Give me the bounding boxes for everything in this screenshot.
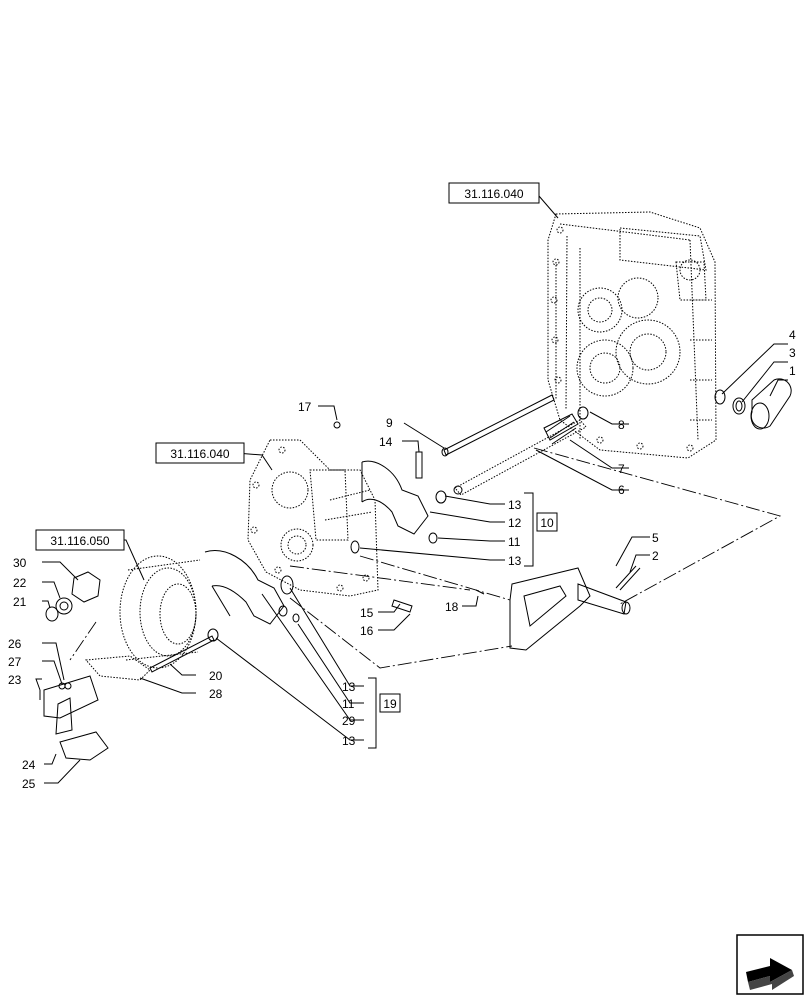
reference-label-mid: 31.116.040	[170, 447, 229, 461]
callout-labels: 4 3 1 9 14 17 8 7 6 5 2 13 12 11 13 15 1…	[8, 328, 796, 791]
callout-22: 22	[13, 576, 27, 590]
callout-6: 6	[618, 483, 625, 497]
callout-12: 12	[508, 516, 522, 530]
callout-14: 14	[379, 435, 393, 449]
callout-24: 24	[22, 758, 36, 772]
next-page-arrow-icon[interactable]	[736, 934, 804, 995]
callout-20: 20	[209, 669, 223, 683]
shift-plate	[509, 565, 641, 651]
reference-box-mid[interactable]: 31.116.040	[155, 442, 245, 464]
left-gear	[119, 555, 201, 669]
shift-fork-lower	[204, 550, 300, 642]
callout-1: 1	[789, 364, 796, 378]
callout-4: 4	[789, 328, 796, 342]
callout-13-c: 13	[342, 680, 356, 694]
reference-box-left[interactable]: 31.116.050	[35, 529, 125, 551]
callout-26: 26	[8, 637, 22, 651]
callout-13-d: 13	[342, 734, 356, 748]
middle-housing	[247, 439, 379, 597]
callout-29: 29	[342, 714, 356, 728]
group-box-19: 19	[379, 693, 401, 713]
reference-box-top[interactable]: 31.116.040	[448, 182, 540, 204]
assembly-lines	[69, 447, 782, 669]
callout-11-a: 11	[508, 535, 521, 549]
callout-3: 3	[789, 346, 796, 360]
callout-13-b: 13	[508, 554, 522, 568]
callout-2: 2	[652, 549, 659, 563]
group-box-10: 10	[536, 512, 558, 532]
leader-lines	[35, 195, 788, 784]
callout-13-a: 13	[508, 498, 522, 512]
callout-15: 15	[360, 606, 374, 620]
small-pins	[391, 589, 485, 613]
callout-11-b: 11	[342, 697, 355, 711]
callout-28: 28	[209, 687, 223, 701]
callout-9: 9	[386, 416, 393, 430]
callout-30: 30	[13, 556, 27, 570]
nut-washer-stud	[45, 571, 101, 622]
callout-23: 23	[8, 673, 22, 687]
callout-27: 27	[8, 655, 22, 669]
callout-7: 7	[618, 462, 625, 476]
transmission-housing	[547, 211, 717, 459]
cover-parts	[714, 378, 792, 430]
callout-8: 8	[618, 418, 625, 432]
callout-16: 16	[360, 624, 374, 638]
reference-label-top: 31.116.040	[464, 187, 523, 201]
shift-fork-upper	[333, 421, 463, 554]
callout-5: 5	[652, 531, 659, 545]
callout-18: 18	[445, 600, 459, 614]
callout-17: 17	[298, 400, 312, 414]
svg-text:19: 19	[383, 697, 397, 711]
svg-text:10: 10	[540, 516, 554, 530]
callout-25: 25	[22, 777, 36, 791]
lever-assembly	[39, 635, 215, 761]
reference-label-left: 31.116.050	[50, 534, 109, 548]
callout-21: 21	[13, 595, 27, 609]
shift-rods	[441, 394, 589, 496]
